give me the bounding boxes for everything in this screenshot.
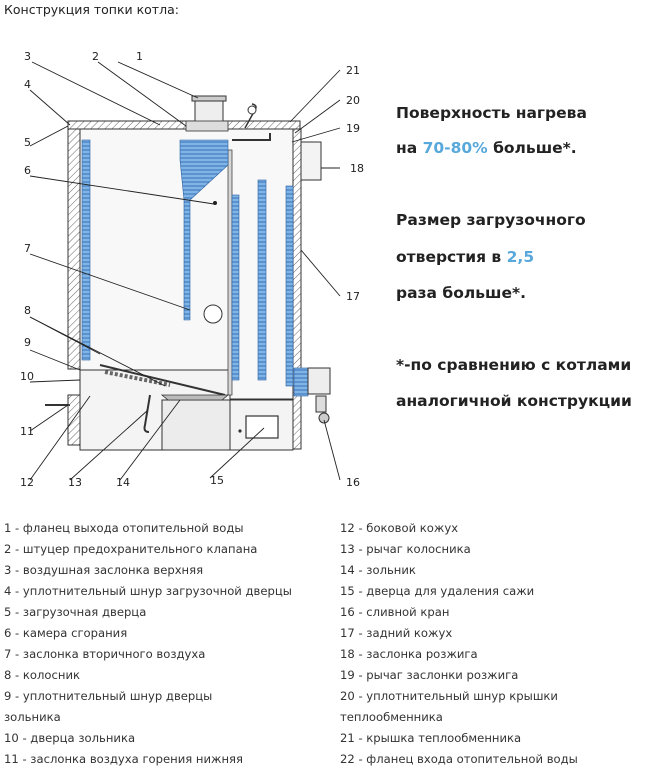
legend-item: 3 - воздушная заслонка верхняя <box>4 563 204 577</box>
info-line-3: Размер загрузочного <box>396 211 586 229</box>
info-highlight-ratio: 2,5 <box>506 248 535 266</box>
legend-item: 1 - фланец выхода отопительной воды <box>4 521 244 535</box>
legend-item: 11 - заслонка воздуха горения нижняя <box>4 752 243 766</box>
callout-4: 4 <box>24 78 31 91</box>
legend-item: 21 - крышка теплообменника <box>340 731 522 745</box>
legend-item: 4 - уплотнительный шнур загрузочной двер… <box>4 584 292 598</box>
callout-7: 7 <box>24 242 31 255</box>
callout-17: 17 <box>346 290 360 303</box>
callout-9: 9 <box>24 336 31 349</box>
info-line-6: *-по сравнению с котлами <box>396 356 632 374</box>
legend-item: 5 - загрузочная дверца <box>4 605 147 619</box>
legend-item: 19 - рычаг заслонки розжига <box>340 668 519 682</box>
info-line-4: отверстия в 2,5 <box>396 248 535 266</box>
legend-item: 15 - дверца для удаления сажи <box>340 584 535 598</box>
callout-18: 18 <box>350 162 364 175</box>
water-jacket <box>81 139 309 397</box>
grate <box>99 364 230 433</box>
legend-item: 6 - камера сгорания <box>4 626 128 640</box>
legend-item: 17 - задний кожух <box>340 626 453 640</box>
drain-tap <box>307 367 331 424</box>
callout-16: 16 <box>346 476 360 489</box>
callout-1: 1 <box>136 50 143 63</box>
flange-top <box>185 95 229 132</box>
legend-item: 7 - заслонка вторичного воздуха <box>4 647 206 661</box>
callout-19: 19 <box>346 122 360 135</box>
legend-item: 18 - заслонка розжига <box>340 647 478 661</box>
callout-8: 8 <box>24 304 31 317</box>
info-line-5: раза больше*. <box>396 284 527 302</box>
lower-air-damper <box>45 394 81 446</box>
legend-item: 2 - штуцер предохранительного клапана <box>4 542 258 556</box>
info-highlight-percent: 70-80% <box>422 139 488 157</box>
callout-3: 3 <box>24 50 31 63</box>
info-line-2: на 70-80% больше*. <box>396 139 577 157</box>
info-line-7: аналогичной конструкции <box>396 392 632 410</box>
page-title: Конструкция топки котла: <box>4 2 179 17</box>
info-line-1: Поверхность нагрева <box>396 104 587 122</box>
callout-6: 6 <box>24 164 31 177</box>
callout-13: 13 <box>68 476 82 489</box>
boiler-diagram: 1 2 3 4 5 6 7 8 9 10 11 12 13 14 15 16 1… <box>20 50 364 489</box>
legend-item: 14 - зольник <box>340 563 416 577</box>
legend-item: зольника <box>4 710 61 724</box>
callout-21: 21 <box>346 64 360 77</box>
callout-15: 15 <box>210 474 224 487</box>
callout-12: 12 <box>20 476 34 489</box>
legend-right: 12 - боковой кожух 13 - рычаг колосника … <box>340 518 666 770</box>
legend-item: 20 - уплотнительный шнур крышки <box>340 689 558 703</box>
legend-item: 10 - дверца зольника <box>4 731 136 745</box>
legend-item: 16 - сливной кран <box>340 605 450 619</box>
callout-14: 14 <box>116 476 130 489</box>
legend-item: 22 - фланец входа отопительной воды <box>340 752 578 766</box>
callout-20: 20 <box>346 94 360 107</box>
callout-2: 2 <box>92 50 99 63</box>
callout-11: 11 <box>20 425 34 438</box>
legend-item: 13 - рычаг колосника <box>340 542 471 556</box>
legend-item: 12 - боковой кожух <box>340 521 459 535</box>
legend-item: 8 - колосник <box>4 668 81 682</box>
legend-left: 1 - фланец выхода отопительной воды 2 - … <box>4 518 334 770</box>
legend-item: 9 - уплотнительный шнур дверцы <box>4 689 213 703</box>
callout-5: 5 <box>24 136 31 149</box>
legend-item: теплообменника <box>340 710 443 724</box>
callout-10: 10 <box>20 370 34 383</box>
